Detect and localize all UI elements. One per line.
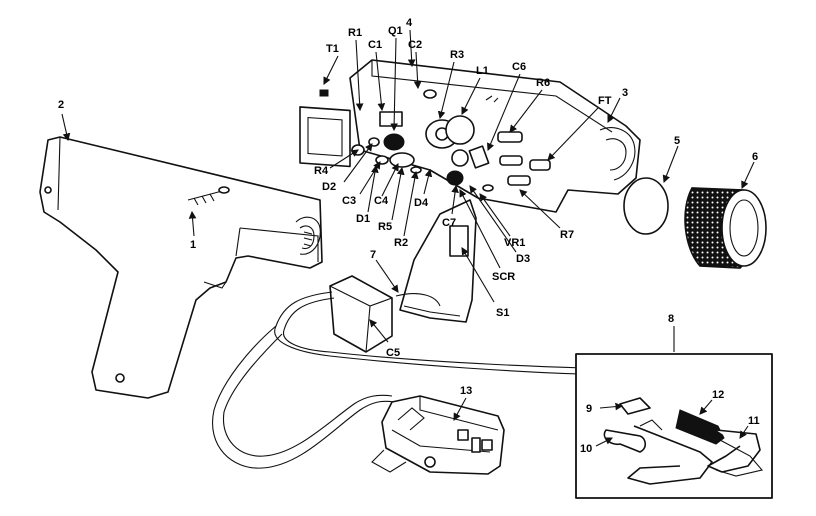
label-vr1: VR1 (504, 237, 525, 249)
inductive-clamp (371, 395, 505, 475)
trigger-switch (399, 199, 477, 323)
label-r6: R6 (536, 77, 550, 89)
label-13: 13 (460, 385, 472, 397)
label-d3: D3 (516, 253, 530, 265)
label-6: 6 (752, 151, 758, 163)
label-4: 4 (406, 17, 413, 29)
label-scr: SCR (492, 271, 515, 283)
label-d1: D1 (356, 213, 370, 225)
label-r3: R3 (450, 49, 464, 61)
label-r4: R4 (314, 165, 329, 177)
label-ft: FT (598, 95, 612, 107)
label-7: 7 (370, 249, 376, 261)
label-8: 8 (668, 313, 674, 325)
gun-housing-left (39, 136, 323, 399)
label-s1: S1 (496, 307, 509, 319)
label-9: 9 (586, 403, 592, 415)
lens (623, 177, 669, 235)
label-3: 3 (622, 87, 628, 99)
label-d2: D2 (322, 181, 336, 193)
label-q1: Q1 (388, 25, 403, 37)
label-c4: C4 (374, 195, 389, 207)
part-labels: 2 1 3 4 5 6 7 8 9 10 11 12 13 T1 R1 C1 Q… (58, 17, 760, 455)
leader-lines (61, 29, 755, 447)
knurled-ring (684, 187, 767, 269)
label-r2: R2 (394, 237, 408, 249)
accessory-box (575, 353, 773, 499)
label-c2: C2 (408, 39, 422, 51)
label-5: 5 (674, 135, 680, 147)
label-l1: L1 (476, 65, 489, 77)
label-r5: R5 (378, 221, 392, 233)
circuit-assembly (299, 59, 641, 213)
label-t1: T1 (326, 43, 339, 55)
label-r7: R7 (560, 229, 574, 241)
label-c1: C1 (368, 39, 382, 51)
capacitor-c5 (329, 275, 393, 353)
label-11: 11 (748, 415, 760, 427)
screw-part-1 (187, 186, 230, 206)
label-c6: C6 (512, 61, 526, 73)
label-c3: C3 (342, 195, 356, 207)
label-r1: R1 (348, 27, 362, 39)
label-d4: D4 (414, 197, 429, 209)
label-c5: C5 (386, 347, 400, 359)
label-2: 2 (58, 99, 64, 111)
label-10: 10 (580, 443, 592, 455)
label-c7: C7 (442, 217, 456, 229)
label-12: 12 (712, 389, 724, 401)
label-1: 1 (190, 239, 196, 251)
